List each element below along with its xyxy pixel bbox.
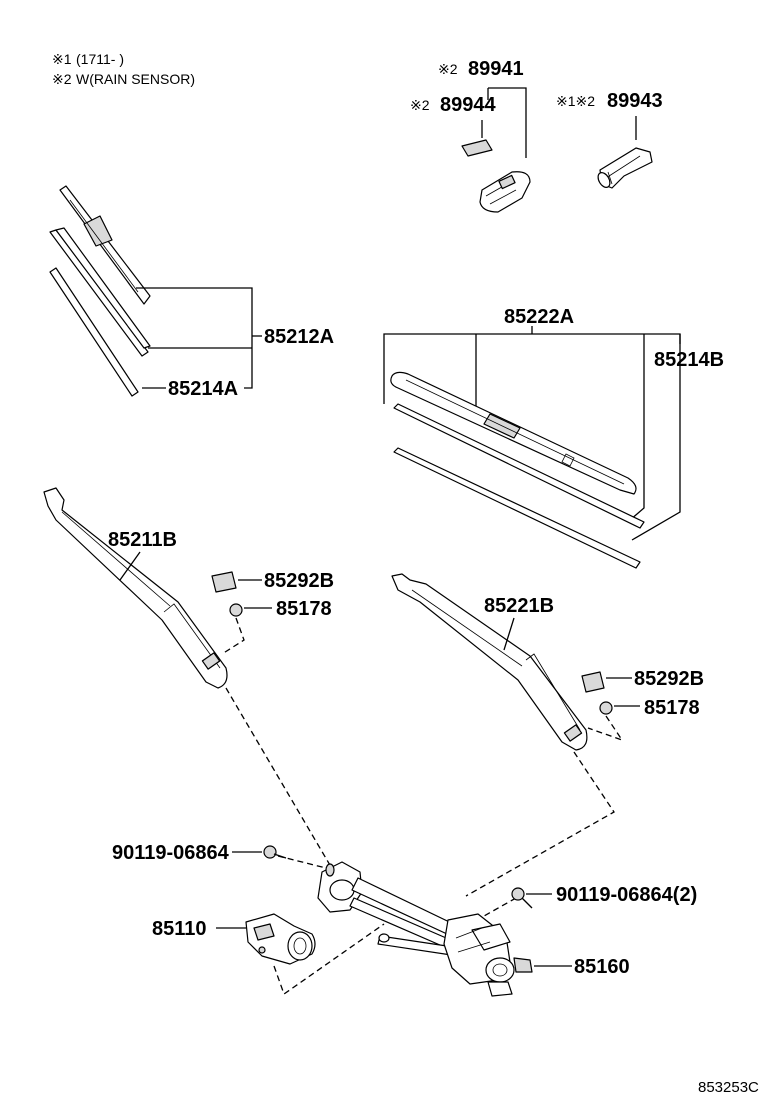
callout-89944-prefix: ※2 — [410, 97, 430, 113]
bolt-90119-right[interactable] — [511, 887, 533, 909]
arm-nut-85178-right[interactable] — [599, 701, 613, 715]
callout-85292B-right[interactable]: 85292B — [634, 668, 704, 690]
arm-cap-85292B-right[interactable] — [581, 671, 605, 693]
callout-90119-left[interactable]: 90119-06864 — [112, 842, 230, 864]
install-line-motor — [273, 923, 385, 996]
callout-85292B-left[interactable]: 85292B — [264, 570, 334, 592]
wiper-arm-85211B[interactable] — [43, 487, 228, 689]
install-line-right-arm — [465, 751, 615, 897]
note-2-mark: ※2 — [52, 71, 72, 87]
install-line-bolt-left — [277, 855, 327, 869]
leader-85221B — [503, 617, 515, 651]
leader-85222A-rubber — [629, 334, 645, 521]
note-2-text: W(RAIN SENSOR) — [76, 71, 195, 87]
blade-refill-85214B[interactable] — [393, 447, 641, 569]
right-arm-group: 85221B 85292B 85178 — [391, 573, 704, 751]
callout-89944[interactable]: 89944 — [440, 94, 496, 116]
leader-89941 — [488, 87, 527, 158]
callout-85110[interactable]: 85110 — [152, 918, 207, 940]
callout-85214A[interactable]: 85214A — [168, 378, 238, 400]
callout-90119-right[interactable]: 90119-06864(2) — [556, 884, 697, 906]
arm-nut-85178-left[interactable] — [229, 603, 243, 617]
rain-sensor-group: ※2 89941 ※2 89944 ※1※2 89943 — [410, 58, 663, 213]
callout-85221B[interactable]: 85221B — [484, 595, 554, 617]
wiper-motor-85110[interactable] — [245, 913, 316, 965]
nut-dash-left — [221, 617, 245, 655]
callout-85222A[interactable]: 85222A — [504, 306, 574, 328]
left-arm-group: 85211B 85292B 85178 — [43, 487, 334, 689]
callout-85212A[interactable]: 85212A — [264, 326, 334, 348]
callout-85160[interactable]: 85160 — [574, 956, 630, 978]
right-blade-group: 85222A 85214B — [383, 306, 724, 569]
wiper-blade-85212A[interactable] — [59, 185, 151, 305]
diagram-reference-code: 853253C — [698, 1079, 759, 1096]
callout-89943[interactable]: 89943 — [607, 90, 663, 112]
note-1-text: (1711- ) — [76, 51, 124, 67]
sensor-pad-89944[interactable] — [461, 139, 493, 157]
callout-85178-right[interactable]: 85178 — [644, 697, 700, 719]
arm-cap-85292B-left[interactable] — [211, 571, 237, 593]
leader-85212A-top — [136, 287, 253, 389]
bolt-90119-left[interactable] — [263, 845, 287, 859]
blade-refill-85214A[interactable] — [49, 267, 139, 397]
notes-block: ※1 (1711- ) ※2 W(RAIN SENSOR) — [52, 51, 195, 87]
nut-dash-right — [587, 715, 624, 742]
blade-rubber-85222A[interactable] — [393, 403, 645, 529]
wiper-blade-85222A[interactable] — [390, 371, 637, 495]
sensor-cover-89943[interactable] — [596, 147, 653, 189]
left-blade-group: 85212A 85214A — [49, 185, 334, 400]
callout-89941[interactable]: 89941 — [468, 58, 524, 80]
leader-85211B — [119, 551, 141, 581]
rain-sensor-89941[interactable] — [479, 171, 531, 213]
note-1-mark: ※1 — [52, 51, 72, 67]
callout-85211B[interactable]: 85211B — [108, 529, 177, 551]
callout-89943-prefix: ※1※2 — [556, 93, 595, 109]
wiper-arm-85221B[interactable] — [391, 573, 588, 751]
install-line-left-arm — [225, 687, 335, 873]
callout-89941-prefix: ※2 — [438, 61, 458, 77]
callout-85178-left[interactable]: 85178 — [276, 598, 332, 620]
blade-rubber-85212A[interactable] — [49, 227, 151, 357]
install-line-bolt-right — [483, 897, 517, 917]
wiper-link-85160[interactable] — [317, 861, 533, 997]
callout-85214B[interactable]: 85214B — [654, 349, 724, 371]
